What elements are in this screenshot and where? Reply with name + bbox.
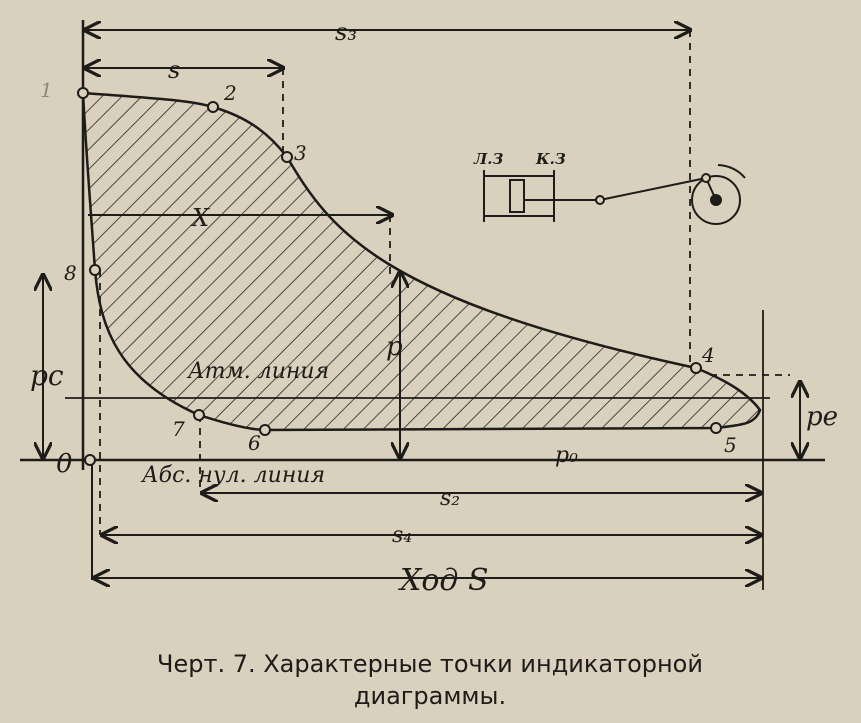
point-2-label: 2: [223, 81, 237, 105]
p-label: p: [386, 332, 403, 362]
point-7-label: 7: [172, 417, 185, 441]
caption-line-2: диаграммы.: [354, 682, 506, 710]
atm-line-label: Атм. линия: [186, 359, 329, 384]
engine-mechanism-sketch: [483, 164, 746, 225]
abs-zero-line-label: Абс. нул. линия: [140, 463, 325, 488]
point-3-label: 3: [294, 141, 307, 165]
point-5-label: 5: [724, 433, 737, 457]
mechanism-left-label: Л.З: [473, 150, 503, 168]
point-8-label: 8: [64, 261, 77, 285]
stroke-label: Ход S: [398, 563, 489, 598]
s3-label: s₃: [335, 18, 357, 46]
caption-line-1: Черт. 7. Характерные точки индикаторной: [157, 650, 703, 678]
mechanism-right-label: К.З: [535, 150, 566, 168]
point-4-label: 4: [701, 343, 715, 367]
x-label: X: [190, 204, 210, 232]
pe-label: pe: [806, 402, 838, 432]
origin-label: 0: [56, 449, 73, 479]
s4-label: s₄: [392, 523, 412, 548]
point-6-label: 6: [248, 431, 261, 455]
point-1-label: 1: [40, 78, 53, 102]
pc-label: pc: [30, 359, 64, 392]
p0-label: p₀: [555, 443, 578, 468]
s2-label: s₂: [440, 486, 460, 511]
indicator-cycle: [81, 91, 762, 432]
s-label: s: [168, 56, 180, 84]
